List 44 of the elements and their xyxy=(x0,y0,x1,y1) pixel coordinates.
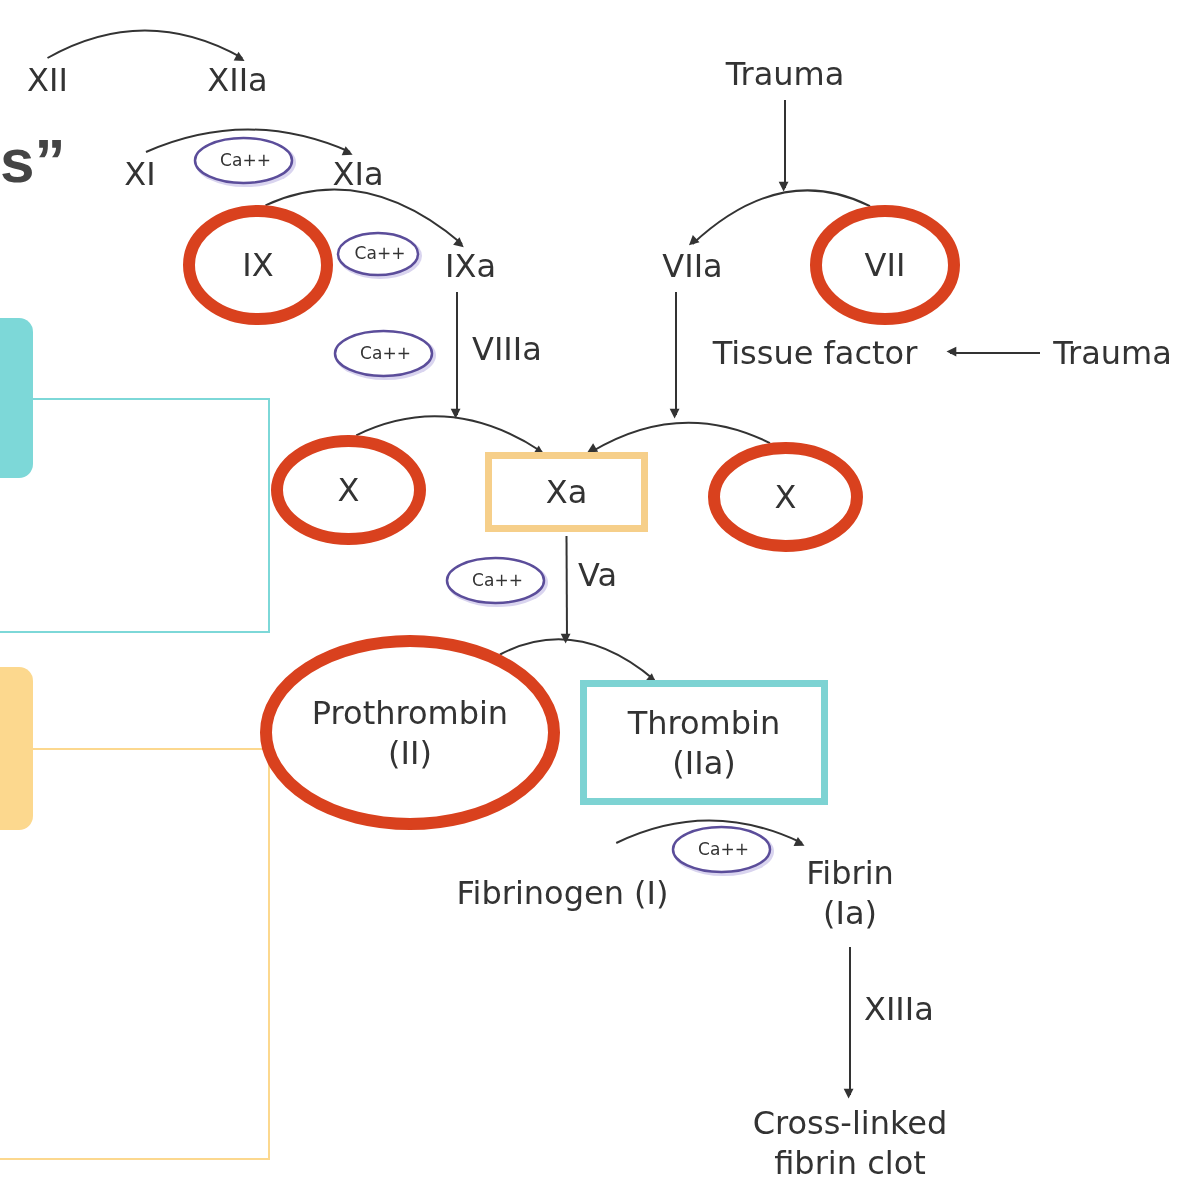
highlight-ring xyxy=(183,205,333,325)
factor-label: X xyxy=(774,477,797,517)
arrow xyxy=(615,819,805,847)
cofactor-label: Ca++ xyxy=(360,342,411,365)
arrow xyxy=(778,99,789,192)
factor-label: Cross-linked fibrin clot xyxy=(751,1102,949,1183)
arrow xyxy=(560,535,571,644)
factor-label: Xa xyxy=(545,472,588,512)
cofactor-label: Ca++ xyxy=(354,243,406,265)
highlight-ring xyxy=(271,435,426,545)
factor-label: Tissue factor xyxy=(712,333,918,373)
factor-label: IX xyxy=(242,245,274,285)
heading-fragment: s” xyxy=(0,125,66,196)
arrow xyxy=(843,946,854,1099)
arrow xyxy=(669,291,680,419)
factor-label: Fibrin (Ia) xyxy=(805,853,895,933)
arrow xyxy=(46,29,245,61)
cofactor-label: Ca++ xyxy=(220,149,271,172)
factor-label: VIIa xyxy=(662,246,723,286)
factor-label: XI xyxy=(124,154,156,194)
arrow xyxy=(688,189,871,246)
factor-box xyxy=(580,680,828,805)
arrow xyxy=(264,188,464,248)
factor-label: Trauma xyxy=(1053,333,1172,373)
factor-label: Trauma xyxy=(725,54,845,94)
highlight-ring xyxy=(810,205,960,325)
factor-label: XIa xyxy=(332,154,384,194)
factor-label: VII xyxy=(864,245,906,285)
highlight-ring xyxy=(708,442,863,552)
highlight-ring xyxy=(260,635,560,830)
arrow xyxy=(587,421,771,453)
factor-label: XII xyxy=(27,60,68,100)
factor-label: Prothrombin (II) xyxy=(310,692,510,773)
factor-label: Thrombin (IIa) xyxy=(626,702,782,783)
factor-label: X xyxy=(337,470,360,510)
arrow xyxy=(145,128,353,156)
cofactor-label: Ca++ xyxy=(698,838,749,861)
arrow xyxy=(946,346,1041,357)
arrow xyxy=(450,291,461,419)
cofactor-label: Ca++ xyxy=(472,569,523,592)
factor-label: XIIa xyxy=(207,60,268,100)
factor-label: Fibrinogen (I) xyxy=(456,873,669,913)
factor-label: IXa xyxy=(445,246,496,286)
factor-box xyxy=(485,452,648,532)
